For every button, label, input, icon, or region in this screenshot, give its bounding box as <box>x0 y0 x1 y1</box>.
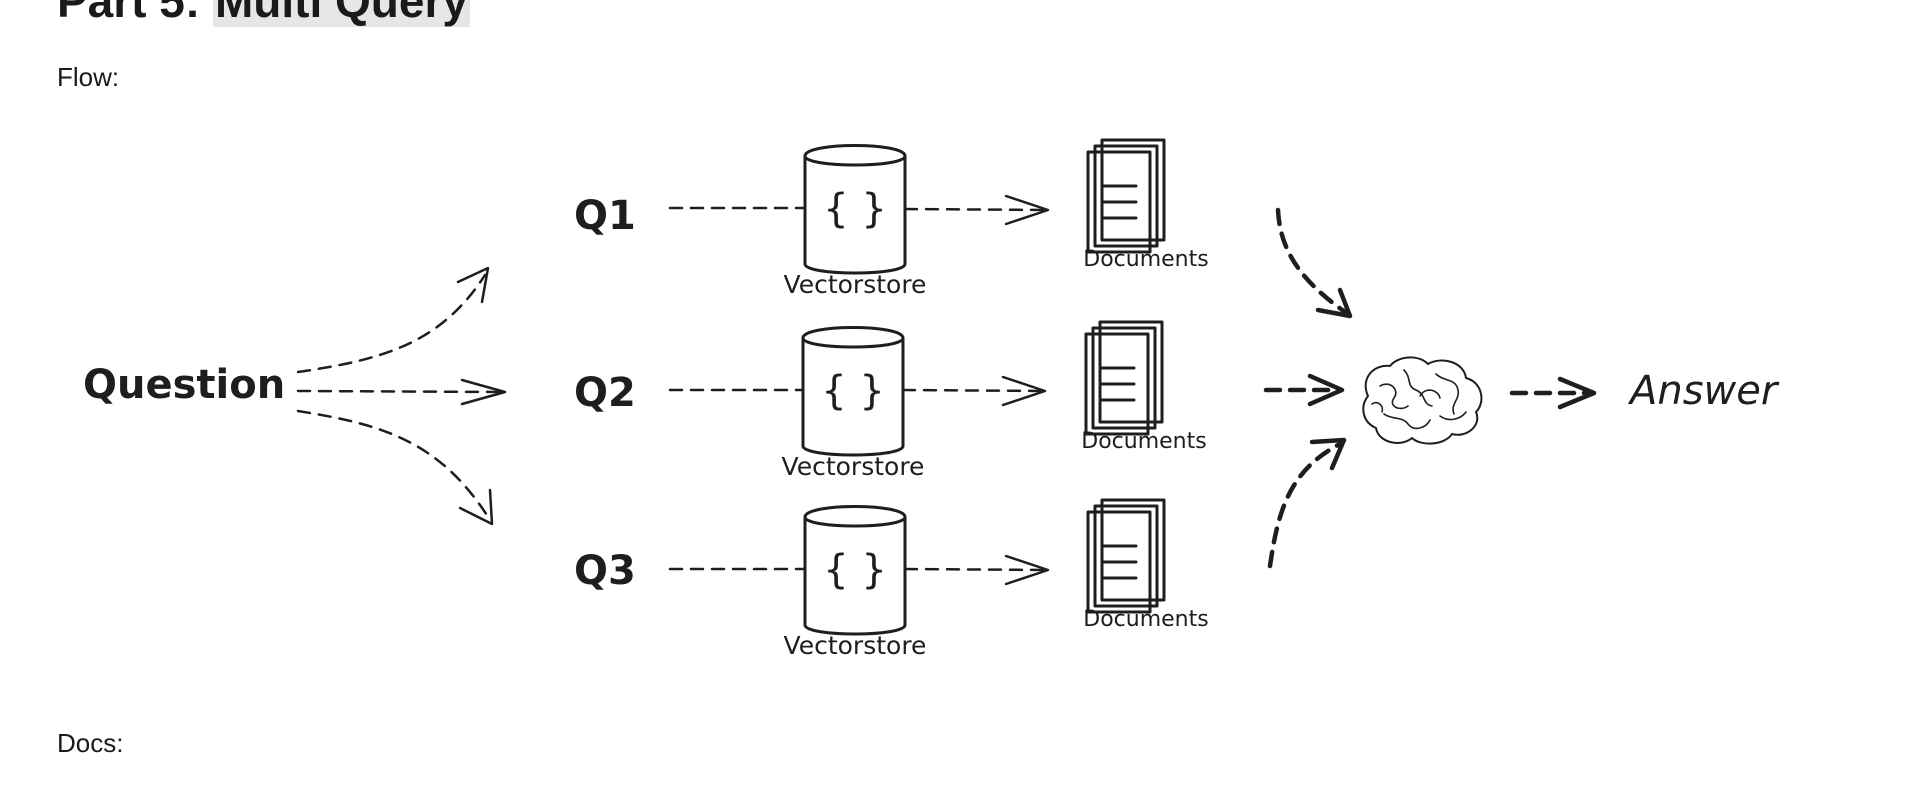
documents-label: Documents <box>1083 247 1208 272</box>
documents-label: Documents <box>1081 429 1206 454</box>
question-label: Question <box>83 362 285 408</box>
query-label-q3: Q3 <box>574 548 636 594</box>
query-label-q2: Q2 <box>574 370 636 416</box>
heading-highlight: Multi Query <box>212 0 470 27</box>
fan-out-arrows <box>296 266 507 526</box>
query-label-q1: Q1 <box>574 193 636 239</box>
retrieval-row-1: { } Vectorstore Documents <box>668 138 1209 299</box>
documents-label: Documents <box>1083 607 1208 632</box>
retrieval-row-3: { } Vectorstore Documents <box>668 498 1209 660</box>
flow-label: Flow: <box>57 62 120 92</box>
vectorstore-icon: { } <box>821 368 885 414</box>
converge-arrows <box>1263 207 1353 569</box>
heading-prefix: Part 5: <box>57 0 213 27</box>
vectorstore-icon: { } <box>823 547 887 593</box>
vectorstore-label: Vectorstore <box>784 270 927 299</box>
retrieval-row-2: { } Vectorstore Documents <box>668 320 1207 481</box>
vectorstore-icon: { } <box>823 186 887 232</box>
vectorstore-label: Vectorstore <box>782 452 925 481</box>
answer-arrow <box>1509 376 1597 410</box>
brain-icon <box>1362 356 1483 445</box>
section-heading: Part 5: Multi Query <box>57 0 470 27</box>
answer-label: Answer <box>1627 368 1780 414</box>
vectorstore-label: Vectorstore <box>784 631 927 660</box>
docs-label: Docs: <box>57 728 124 758</box>
